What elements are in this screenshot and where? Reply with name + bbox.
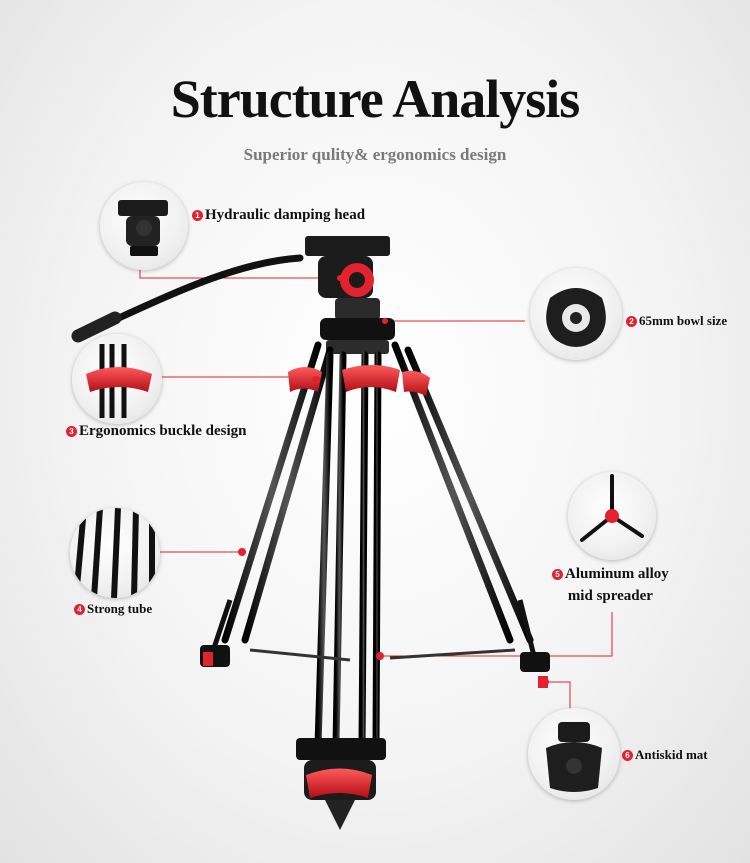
page-subtitle: Superior qulity& ergonomics design [243, 145, 507, 164]
callout-dots [238, 275, 549, 686]
feature-number-3: 3 [66, 426, 77, 437]
center-base [296, 738, 386, 830]
pan-handle [106, 254, 304, 326]
rubber-foot-icon [528, 708, 620, 800]
callout-line-5 [380, 612, 613, 657]
spreader-icon [568, 472, 656, 560]
callout-line-6 [545, 681, 571, 715]
tube-icon [70, 508, 160, 598]
feature-number-6: 6 [622, 750, 633, 761]
callout-lines [139, 238, 613, 715]
tripod-legs [221, 341, 534, 749]
mid-spreader [249, 648, 516, 662]
page-title: Structure Analysis [170, 69, 581, 129]
feature-number-1: 1 [192, 210, 203, 221]
leg-lock-icon [72, 334, 162, 424]
leg-locks [288, 365, 430, 396]
feature-number-4: 4 [74, 604, 85, 615]
fluid-head-icon [100, 182, 188, 270]
bowl-adapter-icon [530, 268, 622, 360]
feature-number-5: 5 [552, 569, 563, 580]
feature-number-2: 2 [626, 316, 637, 327]
fluid-head [305, 236, 395, 354]
